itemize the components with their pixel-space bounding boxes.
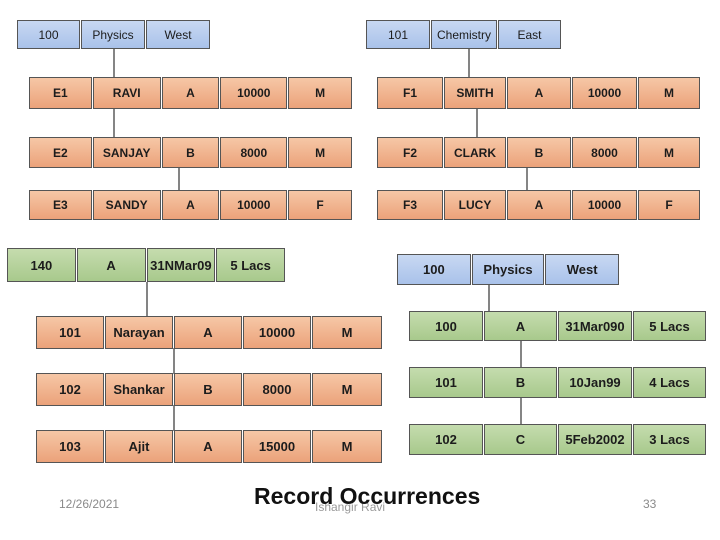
record-employee-101: 101 Narayan A 10000 M [36, 316, 384, 349]
record-field: F1 [377, 77, 443, 109]
record-field: F2 [377, 137, 443, 168]
record-field: 5 Lacs [633, 311, 706, 341]
record-field: A [484, 311, 557, 341]
record-field: Chemistry [431, 20, 497, 49]
record-field: 10000 [220, 77, 288, 109]
record-field: F [638, 190, 700, 220]
record-employee-e3: E3 SANDY A 10000 F [29, 190, 353, 220]
record-field: 101 [366, 20, 430, 49]
record-field: East [498, 20, 561, 49]
record-field: A [507, 77, 571, 109]
record-field: 10000 [243, 316, 311, 349]
record-field: B [174, 373, 242, 406]
record-project-101: 101 B 10Jan99 4 Lacs [409, 367, 707, 398]
record-field: 140 [7, 248, 76, 282]
record-field: Ajit [105, 430, 173, 463]
record-field: 8000 [243, 373, 311, 406]
record-employee-e2: E2 SANJAY B 8000 M [29, 137, 353, 168]
record-field: 102 [409, 424, 483, 455]
record-grade-140: 140 A 31NMar09 5 Lacs [7, 248, 286, 282]
record-project-102: 102 C 5Feb2002 3 Lacs [409, 424, 707, 455]
page-number: 33 [643, 497, 657, 511]
record-field: B [484, 367, 557, 398]
record-field: SANJAY [92, 137, 161, 168]
record-field: E2 [29, 137, 92, 168]
record-field: 102 [36, 373, 104, 406]
record-field: M [312, 430, 382, 463]
record-employee-103: 103 Ajit A 15000 M [36, 430, 384, 463]
record-field: A [161, 190, 220, 220]
record-field: C [484, 424, 557, 455]
record-field: M [312, 316, 382, 349]
record-field: 8000 [220, 137, 288, 168]
record-field: Physics [81, 20, 145, 49]
record-field: SANDY [92, 190, 161, 220]
record-field: 15000 [243, 430, 311, 463]
record-field: 101 [36, 316, 104, 349]
record-employee-f1: F1 SMITH A 10000 M [377, 77, 701, 109]
record-field: SMITH [444, 77, 506, 109]
record-field: 8000 [572, 137, 637, 168]
record-field: A [507, 190, 571, 220]
record-field: F [288, 190, 352, 220]
record-field: 100 [409, 311, 483, 341]
record-field: A [161, 77, 220, 109]
record-field: 103 [36, 430, 104, 463]
record-employee-e1: E1 RAVI A 10000 M [29, 77, 353, 109]
record-field: B [507, 137, 571, 168]
record-field: CLARK [444, 137, 506, 168]
record-dept-physics-lower: 100 Physics West [397, 254, 620, 285]
record-employee-f3: F3 LUCY A 10000 F [377, 190, 701, 220]
record-field: 5Feb2002 [558, 424, 632, 455]
record-field: 3 Lacs [633, 424, 706, 455]
record-employee-f2: F2 CLARK B 8000 M [377, 137, 701, 168]
record-field: M [288, 137, 352, 168]
record-field: M [312, 373, 382, 406]
record-field: A [174, 316, 242, 349]
record-field: Narayan [105, 316, 173, 349]
record-project-100: 100 A 31Mar090 5 Lacs [409, 311, 707, 341]
record-field: E1 [29, 77, 92, 109]
record-field: LUCY [444, 190, 506, 220]
record-field: A [76, 248, 146, 282]
record-field: F3 [377, 190, 443, 220]
record-field: 31Mar090 [558, 311, 632, 341]
footer-presenter: Ishangir Ravi [315, 500, 386, 514]
record-field: 100 [397, 254, 471, 285]
record-field: M [638, 137, 700, 168]
record-field: 101 [409, 367, 483, 398]
record-field: 4 Lacs [633, 367, 706, 398]
record-field: West [545, 254, 620, 285]
record-field: 10000 [572, 77, 637, 109]
record-field: 31NMar09 [146, 248, 216, 282]
record-field: Physics [471, 254, 545, 285]
record-employee-102: 102 Shankar B 8000 M [36, 373, 384, 406]
record-field: Shankar [105, 373, 173, 406]
record-field: E3 [29, 190, 92, 220]
slide-title: Record Occurrences [254, 483, 481, 509]
record-field: 10000 [220, 190, 288, 220]
record-field: M [638, 77, 700, 109]
record-field: 10000 [572, 190, 637, 220]
record-field: West [146, 20, 210, 49]
record-field: 100 [17, 20, 80, 49]
record-field: M [288, 77, 352, 109]
record-dept-physics: 100 Physics West [17, 20, 212, 49]
record-dept-chemistry: 101 Chemistry East [366, 20, 562, 49]
footer-date: 12/26/2021 [59, 497, 120, 511]
record-field: A [174, 430, 242, 463]
record-field: 10Jan99 [558, 367, 632, 398]
record-field: RAVI [92, 77, 161, 109]
record-field: 5 Lacs [216, 248, 285, 282]
record-field: B [161, 137, 220, 168]
